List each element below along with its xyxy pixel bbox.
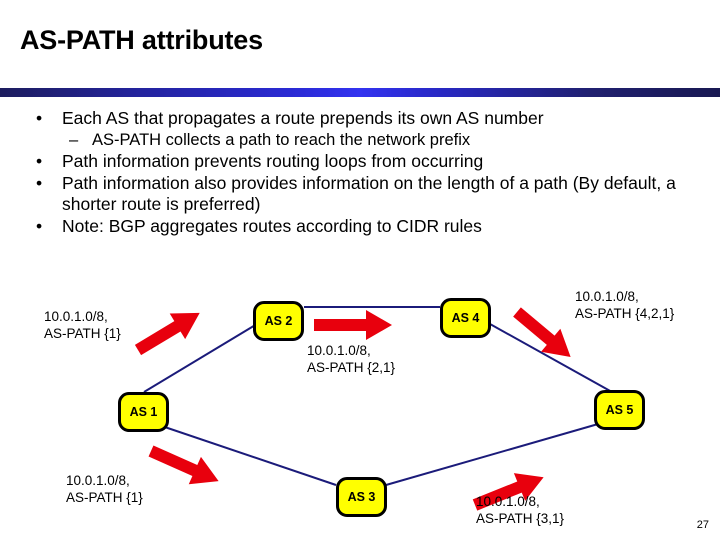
label-aspath: AS-PATH {1} <box>66 490 143 505</box>
page-title: AS-PATH attributes <box>20 25 263 55</box>
as-node-label: AS 4 <box>451 311 480 325</box>
label-as3-as5: 10.0.1.0/8, AS-PATH {3,1} <box>476 493 564 527</box>
label-prefix: 10.0.1.0/8, <box>575 289 639 304</box>
as-node-label: AS 3 <box>347 490 376 504</box>
link-as1-as3 <box>143 419 337 486</box>
as-node-label: AS 2 <box>264 314 293 328</box>
bullet-marker: • <box>36 172 43 193</box>
label-aspath: AS-PATH {4,2,1} <box>575 306 675 321</box>
as-node-as1[interactable]: AS 1 <box>118 392 169 432</box>
bullet-text: Note: BGP aggregates routes according to… <box>62 215 482 236</box>
bullet-item-4: • Path information also provides informa… <box>24 173 700 216</box>
bullet-marker: • <box>36 215 43 236</box>
arrow-as1-as3 <box>148 445 219 485</box>
arrow-as4-as5 <box>513 307 571 357</box>
link-as1-as2 <box>143 320 263 393</box>
label-as1-as3: 10.0.1.0/8, AS-PATH {1} <box>66 472 143 506</box>
arrow-as1-as2 <box>134 312 200 356</box>
propagation-arrows <box>134 307 571 511</box>
link-as4-as5 <box>489 323 613 393</box>
bullet-text: Each AS that propagates a route prepends… <box>62 108 544 128</box>
bullet-marker: – <box>69 130 79 149</box>
label-aspath: AS-PATH {3,1} <box>476 511 565 526</box>
as-node-as5[interactable]: AS 5 <box>594 390 645 430</box>
arrow-as3-as5 <box>472 473 544 511</box>
label-as2-as4: 10.0.1.0/8, AS-PATH {2,1} <box>307 342 395 376</box>
as-node-label: AS 5 <box>605 403 634 417</box>
as-topology-diagram: AS 1 AS 2 AS 3 AS 4 AS 5 10.0.1.0/8, AS-… <box>0 280 720 540</box>
bullet-item-5: • Note: BGP aggregates routes according … <box>24 216 700 238</box>
topology-links <box>143 306 613 486</box>
as-node-label: AS 1 <box>129 405 158 419</box>
label-prefix: 10.0.1.0/8, <box>44 309 108 324</box>
label-as1-as2: 10.0.1.0/8, AS-PATH {1} <box>44 308 121 342</box>
as-node-as3[interactable]: AS 3 <box>336 477 387 517</box>
bullet-marker: • <box>36 108 43 128</box>
label-as4-as5: 10.0.1.0/8, AS-PATH {4,2,1} <box>575 288 674 322</box>
title-divider <box>0 88 720 97</box>
bullet-marker: • <box>36 151 43 171</box>
as-node-as2[interactable]: AS 2 <box>253 301 304 341</box>
slide-number: 27 <box>696 519 709 531</box>
label-aspath: AS-PATH {2,1} <box>307 360 396 375</box>
as-node-as4[interactable]: AS 4 <box>440 298 491 338</box>
arrow-as2-as4 <box>314 310 392 340</box>
label-prefix: 10.0.1.0/8, <box>307 343 371 358</box>
label-prefix: 10.0.1.0/8, <box>476 494 540 509</box>
label-aspath: AS-PATH {1} <box>44 326 121 341</box>
bullet-list: • Each AS that propagates a route prepen… <box>24 108 700 237</box>
bullet-text: Path information also provides informati… <box>62 172 676 215</box>
bullet-item-1: • Each AS that propagates a route prepen… <box>24 108 700 130</box>
bullet-item-2: – AS-PATH collects a path to reach the n… <box>24 130 700 152</box>
link-as3-as5 <box>385 419 613 486</box>
bullet-text: Path information prevents routing loops … <box>62 151 484 171</box>
bullet-item-3: • Path information prevents routing loop… <box>24 151 700 173</box>
label-prefix: 10.0.1.0/8, <box>66 473 130 488</box>
bullet-text: AS-PATH collects a path to reach the net… <box>92 130 471 149</box>
